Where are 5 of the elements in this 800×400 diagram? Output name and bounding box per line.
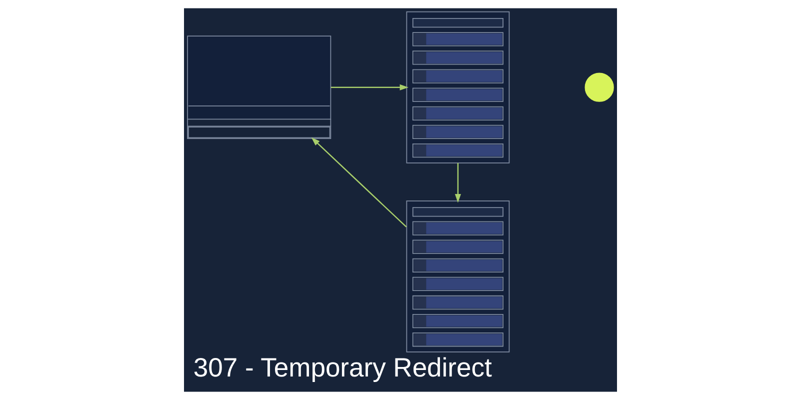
arrow bbox=[330, 84, 408, 90]
diagram-title: 307 - Temporary Redirect bbox=[192, 352, 492, 383]
arrow bbox=[454, 163, 460, 203]
arrow bbox=[310, 137, 406, 228]
node-circle bbox=[584, 72, 614, 102]
